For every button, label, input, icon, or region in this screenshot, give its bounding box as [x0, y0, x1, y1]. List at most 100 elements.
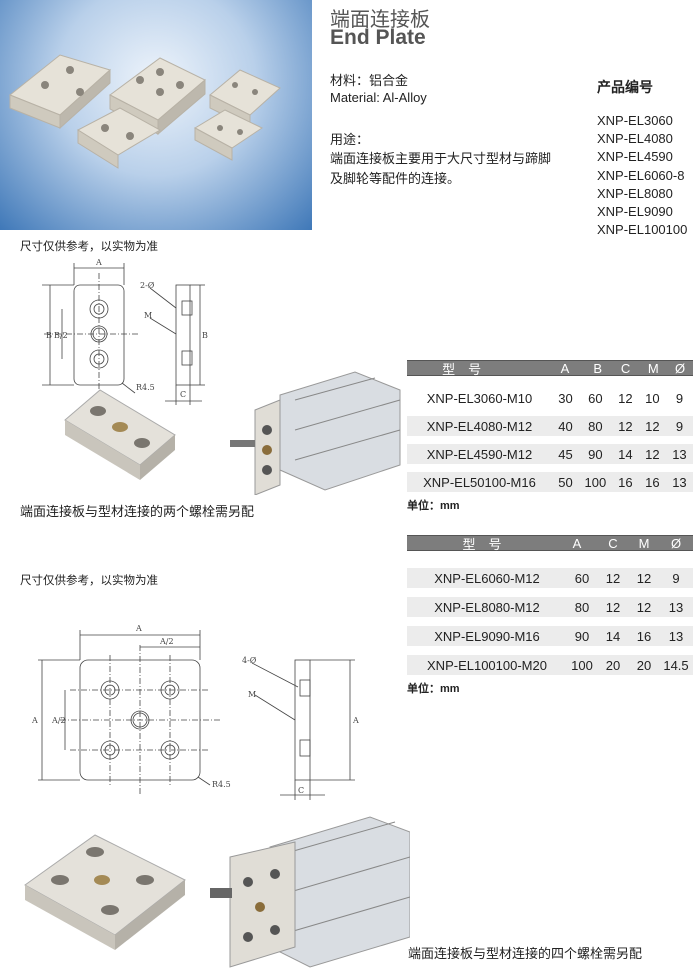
product-code: XNP-EL4590: [597, 149, 673, 165]
product-photo: [0, 0, 312, 230]
dim-label-a2-vertical: A/2: [51, 716, 66, 725]
col-header-a: A: [560, 360, 570, 376]
dim-label-r: R4.5: [136, 383, 155, 392]
cell-a: 40: [558, 418, 573, 434]
product-code: XNP-EL8080: [597, 185, 673, 201]
dim-label-a: A: [135, 624, 142, 633]
table-row: XNP-EL9090-M16 90 14 16 13: [407, 626, 693, 646]
cell-dia: 13: [668, 628, 684, 644]
table-header: 型 号 A B C M Ø: [407, 360, 693, 377]
col-header-model: 型 号: [442, 361, 482, 377]
cell-a: 45: [558, 446, 573, 462]
dim-label-b: B: [46, 331, 52, 340]
end-plate-assembly-image: [230, 371, 401, 495]
col-header-c: C: [608, 535, 618, 551]
dimension-note-1: 尺寸仅供参考，以实物为准: [20, 241, 158, 253]
unit-label: 单位：mm: [407, 683, 460, 695]
col-header-model: 型 号: [462, 536, 502, 552]
dim-label-a: A: [95, 258, 102, 267]
col-header-m: M: [647, 360, 659, 376]
cell-m: 12: [636, 599, 652, 615]
col-header-dia: Ø: [675, 360, 686, 376]
cell-a: 30: [558, 390, 573, 406]
cell-b: 90: [588, 446, 603, 462]
cell-c: 16: [618, 474, 633, 490]
col-header-m: M: [638, 535, 650, 551]
cell-model: XNP-EL6060-M12: [434, 570, 540, 586]
usage-text-2: 及脚轮等配件的连接。: [330, 171, 461, 186]
caption-four-bolts: 端面连接板与型材连接的四个螺栓需另配: [408, 946, 643, 961]
cell-c: 20: [605, 657, 621, 673]
dim-label-r: R4.5: [212, 780, 231, 789]
cell-a: 80: [574, 599, 590, 615]
table-row: XNP-EL100100-M20 100 20 20 14.5: [407, 655, 693, 675]
end-plates-image: [9, 54, 281, 169]
dim-label-a-vertical: A: [31, 716, 38, 725]
cell-b: 60: [588, 390, 603, 406]
product-codes-list: XNP-EL3060 XNP-EL4080 XNP-EL4590 XNP-EL6…: [597, 112, 687, 239]
cell-model: XNP-EL50100-M16: [423, 474, 536, 490]
table-header: 型 号 A C M Ø: [407, 535, 693, 552]
cell-m: 16: [645, 474, 660, 490]
dim-label-c: C: [298, 786, 304, 795]
col-header-a: A: [572, 535, 582, 551]
cell-c: 12: [605, 599, 621, 615]
dim-label-a-side: A: [352, 716, 359, 725]
cell-dia: 13: [672, 446, 687, 462]
col-header-b: B: [593, 360, 603, 376]
cell-dia: 14.5: [663, 657, 689, 673]
unit-label: 单位：mm: [407, 500, 460, 512]
cell-dia: 9: [675, 418, 684, 434]
dimension-note-2: 尺寸仅供参考，以实物为准: [20, 575, 158, 587]
technical-drawing-1: A B B/2 R4.5 2-Ø M C B: [42, 258, 208, 405]
end-plate-2hole-image: [64, 389, 176, 480]
cell-c: 14: [605, 628, 621, 644]
cell-c: 14: [618, 446, 633, 462]
dim-label-m: M: [248, 690, 256, 699]
cell-model: XNP-EL8080-M12: [434, 599, 540, 615]
end-plate-4hole-image: [24, 834, 186, 950]
cell-c: 12: [618, 390, 633, 406]
page-title-en: End Plate: [330, 26, 426, 49]
cell-a: 50: [558, 474, 573, 490]
dim-label-holes: 2-Ø: [140, 281, 155, 290]
cell-m: 16: [636, 628, 652, 644]
cell-c: 12: [618, 418, 633, 434]
product-code: XNP-EL3060: [597, 113, 673, 128]
cell-model: XNP-EL100100-M20: [427, 657, 547, 673]
material-cn: 材料：铝合金: [330, 73, 409, 88]
table-row: XNP-EL8080-M12 80 12 12 13: [407, 597, 693, 617]
cell-m: 12: [645, 418, 660, 434]
product-code: XNP-EL9090: [597, 204, 673, 220]
cell-a: 100: [571, 657, 593, 673]
product-code: XNP-EL6060-8: [597, 167, 685, 183]
dim-label-b-side: B: [202, 331, 208, 340]
cell-model: XNP-EL4080-M12: [426, 418, 533, 434]
cell-model: XNP-EL9090-M16: [434, 628, 540, 644]
product-code: XNP-EL100100: [597, 222, 688, 238]
cell-dia: 9: [672, 570, 680, 586]
dim-label-a2: A/2: [159, 637, 174, 646]
cell-m: 20: [636, 657, 652, 673]
cell-a: 60: [574, 570, 590, 586]
usage-text-1: 端面连接板主要用于大尺寸型材与蹄脚: [330, 151, 552, 166]
cell-dia: 13: [668, 599, 684, 615]
cell-model: XNP-EL3060-M10: [426, 390, 533, 406]
spec-table-2: 型 号 A C M Ø XNP-EL6060-M12 60 12 12 9 XNP-EL…: [407, 535, 693, 696]
cell-a: 90: [574, 628, 590, 644]
material-en: Material: Al-Alloy: [330, 90, 427, 105]
cell-m: 12: [636, 570, 652, 586]
cell-m: 12: [645, 446, 660, 462]
caption-two-bolts: 端面连接板与型材连接的两个螺栓需另配: [20, 504, 255, 519]
cell-b: 100: [584, 474, 607, 490]
product-code: XNP-EL4080: [597, 131, 673, 147]
col-header-dia: Ø: [670, 535, 682, 551]
product-codes-title: 产品编号: [597, 79, 653, 95]
col-header-c: C: [620, 360, 631, 376]
cell-model: XNP-EL4590-M12: [426, 446, 533, 462]
